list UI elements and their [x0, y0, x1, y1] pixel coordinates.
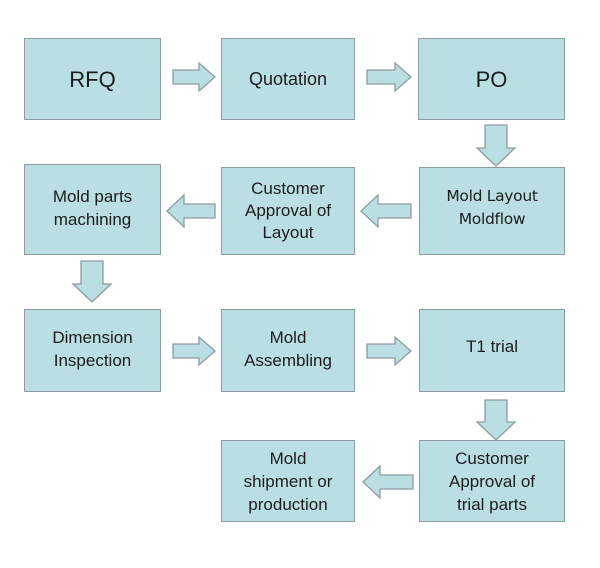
node-rfq-label: RFQ — [69, 66, 116, 92]
node-mold-layout-moldflow: Mold Layout Moldflow — [419, 167, 565, 255]
node-mold-shipment-line-3: production — [248, 494, 328, 514]
arrow-customer-approval-trial-to-shipment — [362, 464, 414, 500]
node-customer-approval-trial-line-1: Customer — [455, 448, 529, 468]
arrow-po-to-mold-layout — [475, 124, 517, 167]
node-dimension-inspection-line-1: Dimension — [52, 328, 133, 347]
node-mold-assembling: Mold Assembling — [221, 309, 355, 392]
node-customer-approval-layout-line-1: Customer — [251, 179, 325, 198]
arrow-mold-layout-to-customer-approval — [360, 193, 412, 229]
node-po-label: PO — [475, 66, 508, 92]
arrow-assembling-to-t1-trial — [366, 335, 412, 367]
arrow-dimension-to-assembling — [172, 335, 216, 367]
node-mold-assembling-line-2: Assembling — [244, 351, 332, 370]
node-customer-approval-trial-line-2: Approval of — [449, 471, 535, 491]
node-dimension-inspection-line-2: Inspection — [53, 351, 132, 370]
node-mold-layout-line-1: Mold Layout — [446, 187, 538, 205]
arrow-t1-to-customer-approval-trial — [475, 399, 517, 441]
node-customer-approval-of-layout: Customer Approval of Layout — [221, 167, 355, 255]
arrow-quotation-to-po — [366, 61, 412, 93]
node-mold-parts-machining-line-1: Mold parts — [52, 187, 133, 206]
node-quotation: Quotation — [221, 38, 355, 120]
arrow-machining-to-dimension-inspection — [71, 260, 113, 303]
node-dimension-inspection: Dimension Inspection — [24, 309, 161, 392]
node-rfq: RFQ — [24, 38, 161, 120]
node-mold-shipment-line-1: Mold — [269, 448, 307, 468]
node-customer-approval-trial-line-3: trial parts — [457, 494, 527, 514]
node-mold-shipment-line-2: shipment or — [243, 471, 333, 491]
node-customer-approval-layout-line-2: Approval of — [245, 201, 331, 220]
node-mold-parts-machining: Mold parts machining — [24, 164, 161, 255]
node-mold-shipment-or-production: Mold shipment or production — [221, 440, 355, 522]
arrow-customer-approval-to-machining — [166, 193, 216, 229]
node-customer-approval-of-trial-parts: Customer Approval of trial parts — [419, 440, 565, 522]
node-mold-assembling-line-1: Mold — [269, 328, 307, 347]
node-t1-trial: T1 trial — [419, 309, 565, 392]
arrow-rfq-to-quotation — [172, 61, 216, 93]
node-customer-approval-layout-line-3: Layout — [262, 223, 314, 242]
node-mold-parts-machining-line-2: machining — [53, 210, 132, 229]
node-mold-layout-line-2: Moldflow — [458, 210, 526, 228]
node-quotation-label: Quotation — [248, 68, 328, 89]
node-po: PO — [418, 38, 565, 120]
node-t1-trial-label: T1 trial — [466, 337, 518, 356]
